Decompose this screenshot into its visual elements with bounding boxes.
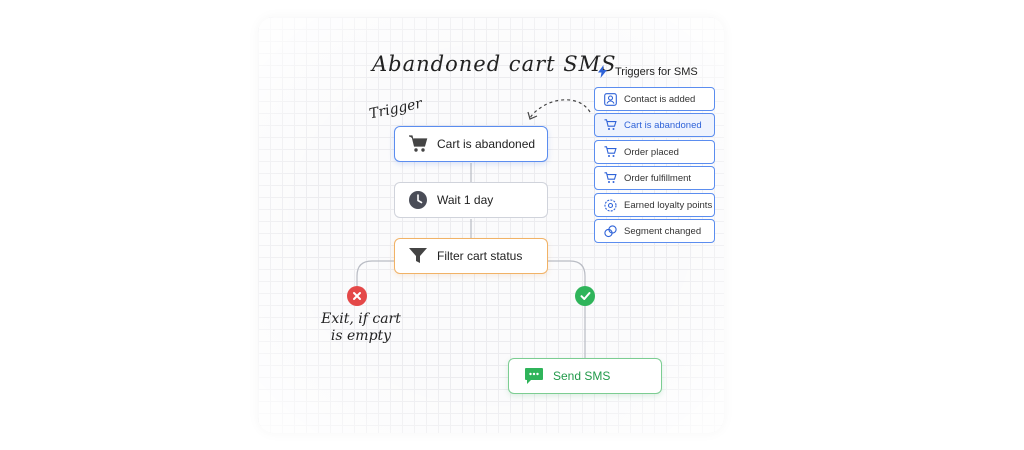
node-sms-label: Send SMS	[553, 369, 611, 383]
trigger-item-label: Earned loyalty points	[624, 199, 713, 211]
segment-icon	[603, 224, 617, 238]
trigger-item-label: Order fulfillment	[624, 172, 692, 184]
diagram-title: Abandoned cart SMS	[372, 52, 617, 76]
exit-status-icon	[347, 286, 367, 306]
trigger-item-contact-added[interactable]: Contact is added	[594, 87, 715, 111]
exit-label: Exit, if cart is empty	[321, 311, 401, 344]
lightning-icon	[598, 65, 607, 78]
clock-icon	[407, 189, 429, 211]
check-status-icon	[575, 286, 595, 306]
cart-icon	[603, 145, 617, 159]
triggers-panel-title-text: Triggers for SMS	[615, 65, 698, 78]
trigger-item-label: Contact is added	[624, 93, 696, 105]
trigger-item-segment-changed[interactable]: Segment changed	[594, 219, 715, 243]
cart-icon	[603, 171, 617, 185]
triggers-panel-title: Triggers for SMS	[598, 65, 698, 78]
node-wait-label: Wait 1 day	[437, 193, 494, 207]
cart-icon	[407, 133, 429, 155]
node-filter-label: Filter cart status	[437, 249, 523, 263]
trigger-item-label: Cart is abandoned	[624, 119, 702, 131]
gear-icon	[603, 198, 617, 212]
message-icon	[523, 365, 545, 387]
trigger-item-label: Segment changed	[624, 225, 702, 237]
node-send-sms[interactable]: Send SMS	[508, 358, 662, 394]
node-wait[interactable]: Wait 1 day	[394, 182, 548, 218]
trigger-item-order-fulfillment[interactable]: Order fulfillment	[594, 166, 715, 190]
filter-icon	[407, 245, 429, 267]
node-filter[interactable]: Filter cart status	[394, 238, 548, 274]
cart-icon	[603, 118, 617, 132]
contact-icon	[603, 92, 617, 106]
node-cart-abandoned[interactable]: Cart is abandoned	[394, 126, 548, 162]
node-cart-label: Cart is abandoned	[437, 137, 536, 151]
trigger-item-cart-abandoned[interactable]: Cart is abandoned	[594, 113, 715, 137]
trigger-item-loyalty-points[interactable]: Earned loyalty points	[594, 193, 715, 217]
trigger-item-order-placed[interactable]: Order placed	[594, 140, 715, 164]
trigger-item-label: Order placed	[624, 146, 679, 158]
